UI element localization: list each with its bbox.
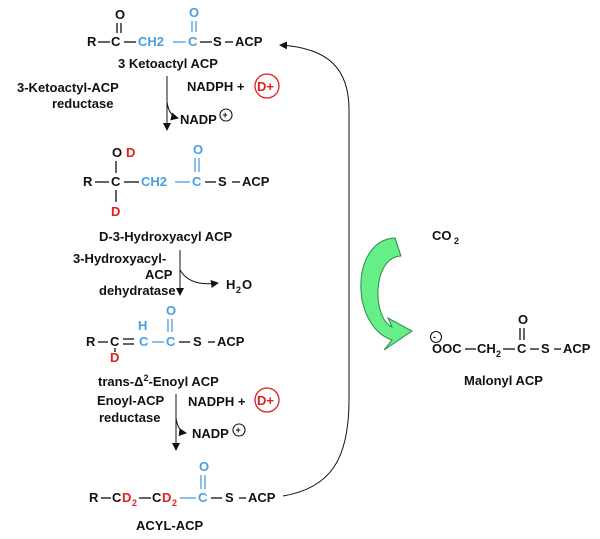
atom-carbon: C [188, 34, 198, 49]
atom-sulfur: S [193, 334, 202, 349]
deuterium: D [111, 204, 120, 219]
atom-carbon: C [111, 34, 121, 49]
acp-label: ACP [242, 174, 270, 189]
atom-r: R [89, 490, 99, 505]
ketoacyl-acp-name: 3 Ketoactyl ACP [118, 56, 218, 71]
atom-sulfur: S [225, 490, 234, 505]
malonyl-entry-arrow [360, 237, 413, 351]
water-sub: 2 [236, 285, 241, 295]
acyl-acp-structure: R C D 2 C D 2 C S ACP O [89, 459, 276, 508]
hydroxyacyl-acp-name: D-3-Hydroxyacyl ACP [99, 229, 233, 244]
water-o: O [242, 277, 252, 292]
atom-oxygen: O [115, 7, 125, 22]
atom-carbon: C [110, 334, 120, 349]
atom-sulfur: S [213, 34, 222, 49]
subscript: 2 [172, 498, 177, 508]
enzyme-label-line: Enoyl-ACP [97, 393, 165, 408]
acyl-acp-name: ACYL-ACP [136, 518, 203, 533]
enzyme-label-line: ACP [145, 267, 173, 282]
nadph-label: NADPH + [187, 79, 245, 94]
atom-hydrogen: H [138, 318, 147, 333]
dplus-circle [254, 387, 280, 413]
deuterium: D [110, 350, 119, 365]
nadph-label: NADPH + [188, 394, 246, 409]
atom-oxygen: O [166, 303, 176, 318]
dplus-label: D+ [257, 79, 274, 94]
atom-r: R [87, 34, 97, 49]
atom-carboxylate: OOC [432, 341, 462, 356]
plus-circle [219, 108, 233, 122]
atom-r: R [86, 334, 96, 349]
dplus-circle [254, 73, 280, 99]
subscript: 2 [496, 349, 501, 359]
atom-ch2: CH2 [141, 174, 167, 189]
subscript: 2 [132, 498, 137, 508]
enzyme-label-line: reductase [52, 96, 113, 111]
atom-carbon: C [152, 490, 162, 505]
enzyme-label-line: 3-Hydroxyacyl- [73, 251, 166, 266]
co2: CO 2 [432, 228, 459, 246]
enzyme-label-line: dehydratase [99, 283, 176, 298]
atom-carbon: C [111, 174, 121, 189]
deuterium: D [122, 490, 131, 505]
atom-carbon: C [192, 174, 202, 189]
enzyme-label-line: reductase [99, 410, 160, 425]
plus-sign: + [223, 110, 228, 120]
minus-sign: - [433, 332, 436, 342]
co2-label: CO [432, 228, 452, 243]
water: H 2 O [226, 277, 252, 295]
malonyl-acp-name: Malonyl ACP [464, 373, 543, 388]
atom-ch2: CH [477, 341, 496, 356]
atom-carbon: C [198, 490, 208, 505]
acp-label: ACP [563, 341, 591, 356]
atom-oxygen: O [189, 5, 199, 20]
nadp-label: NADP [180, 112, 217, 127]
atom-sulfur: S [218, 174, 227, 189]
hydroxyacyl-acp-structure: R C CH2 C S ACP O D D O [83, 142, 270, 219]
plus-sign: + [236, 425, 241, 435]
enzyme-label-line: 3-Ketoactyl-ACP [17, 80, 119, 95]
enoyl-acp-name: trans-Δ2-Enoyl ACP [98, 373, 219, 389]
nadp-label: NADP [192, 426, 229, 441]
ketoacyl-acp-structure: R C CH2 C S ACP O O [87, 5, 263, 49]
cofactor-arrow [166, 101, 179, 121]
enoyl-acp-structure: R C D C H C S ACP O [86, 303, 245, 365]
cycle-return-arrow [279, 41, 350, 497]
atom-carbon: C [112, 490, 122, 505]
atom-sulfur: S [541, 341, 550, 356]
byproduct-arrow [179, 269, 219, 288]
atom-r: R [83, 174, 93, 189]
water-h: H [226, 277, 235, 292]
atom-oxygen: O [112, 145, 122, 160]
deuterium: D [162, 490, 171, 505]
atom-oxygen: O [518, 312, 528, 327]
deuterium: D [126, 145, 135, 160]
malonyl-acp-structure: - OOC CH 2 C S ACP O [429, 312, 591, 359]
acp-label: ACP [235, 34, 263, 49]
plus-circle [232, 423, 246, 437]
atom-carbon: C [139, 334, 149, 349]
co2-sub: 2 [454, 236, 459, 246]
minus-circle [429, 330, 443, 344]
atom-oxygen: O [193, 142, 203, 157]
acp-label: ACP [217, 334, 245, 349]
acp-label: ACP [248, 490, 276, 505]
atom-carbon: C [166, 334, 176, 349]
atom-ch2: CH2 [138, 34, 164, 49]
atom-carbon: C [517, 341, 527, 356]
dplus-label: D+ [257, 393, 274, 408]
cofactor-arrow [175, 417, 187, 437]
atom-oxygen: O [199, 459, 209, 474]
